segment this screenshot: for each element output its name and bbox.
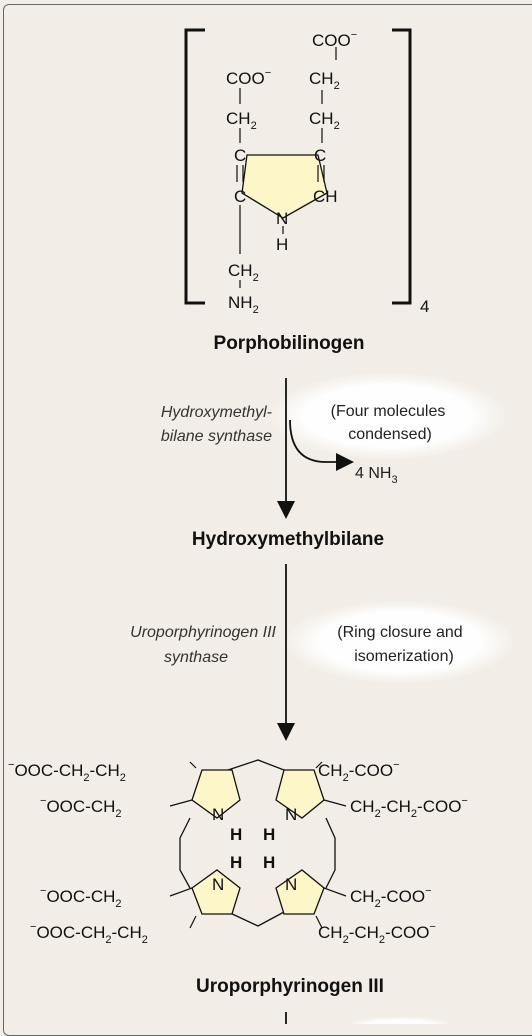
- step1-enzyme-line1: Hydroxymethyl-: [161, 404, 272, 421]
- hydroxymethylbilane-label: Hydroxymethylbilane: [192, 529, 384, 550]
- svg-text:COO−: COO−: [226, 67, 271, 88]
- left-r3: OOC-CH: [46, 887, 115, 906]
- nh2: NH: [228, 293, 253, 312]
- step2-note-line1: (Ring closure and: [337, 624, 462, 641]
- left-r4: OOC-CH: [36, 923, 105, 942]
- svg-text:CH2: CH2: [226, 109, 257, 132]
- svg-text:CH2-CH2-COO−: CH2-CH2-COO−: [350, 795, 468, 820]
- n-bottom-left: N: [212, 875, 224, 894]
- atom-c3: C: [234, 187, 246, 206]
- pyrrole-ring-bottom-left: [191, 869, 241, 915]
- bracket-multiplier: 4: [420, 297, 429, 316]
- byproduct-subscript: 3: [391, 474, 397, 486]
- h-bottom-right: H: [263, 853, 275, 872]
- next-step-glow: [345, 1016, 455, 1024]
- step1-note-glow: [268, 372, 508, 460]
- coo-left: COO: [226, 69, 265, 88]
- atom-h: H: [276, 235, 288, 254]
- uroporphyrinogen-structure: N N N N H H H H −OOC-CH2-CH2 −OOC-CH2 −O…: [8, 759, 468, 946]
- right-r3: CH: [350, 887, 375, 906]
- atom-c1: C: [234, 146, 246, 165]
- step2-enzyme-line2: synthase: [164, 649, 228, 666]
- svg-text:CH2: CH2: [309, 69, 340, 92]
- svg-text:COO−: COO−: [312, 29, 357, 50]
- svg-text:−OOC-CH2-CH2: −OOC-CH2-CH2: [30, 921, 148, 946]
- step1-note-line2: condensed): [348, 426, 432, 443]
- step1-note-line1: (Four molecules: [331, 403, 446, 420]
- svg-text:CH2-CH2-COO−: CH2-CH2-COO−: [318, 921, 436, 946]
- step2-note-glow: [284, 600, 516, 684]
- svg-text:−OOC-CH2: −OOC-CH2: [40, 885, 122, 910]
- atom-ch: CH: [313, 187, 338, 206]
- svg-text:NH2: NH2: [228, 293, 259, 316]
- right-r1: CH: [318, 761, 343, 780]
- ch2-b: CH: [226, 109, 251, 128]
- ch2-a: CH: [309, 69, 334, 88]
- step2: Uroporphyrinogen III synthase (Ring clos…: [130, 564, 516, 741]
- svg-text:4 NH3: 4 NH3: [355, 465, 398, 486]
- right-r4: CH: [318, 923, 343, 942]
- step2-note-line2: isomerization): [354, 648, 454, 665]
- svg-text:CH2: CH2: [228, 261, 259, 284]
- n-bottom-right: N: [285, 875, 297, 894]
- pyrrole-ring-bottom-right: [275, 869, 325, 915]
- atom-n: N: [276, 209, 288, 228]
- pyrrole-ring-top-left: [191, 769, 241, 819]
- left-bracket: [184, 28, 205, 305]
- uroporphyrinogen-label: Uroporphyrinogen III: [196, 976, 384, 997]
- n-top-left: N: [212, 805, 224, 824]
- left-r2: OOC-CH: [46, 797, 115, 816]
- byproduct-nh3: 4 NH: [355, 465, 391, 482]
- atom-c2: C: [314, 146, 326, 165]
- left-r1: OOC-CH: [14, 761, 83, 780]
- pyrrole-ring-top-right: [275, 769, 325, 819]
- svg-text:CH2: CH2: [309, 109, 340, 132]
- ch2-c: CH: [309, 109, 334, 128]
- svg-text:−OOC-CH2: −OOC-CH2: [40, 795, 122, 820]
- svg-text:−OOC-CH2-CH2: −OOC-CH2-CH2: [8, 759, 126, 784]
- svg-text:CH2-COO−: CH2-COO−: [318, 759, 400, 784]
- ch2-d: CH: [228, 261, 253, 280]
- right-r2: CH: [350, 797, 375, 816]
- h-top-right: H: [263, 825, 275, 844]
- pyrrole-ring: [241, 154, 328, 219]
- step1: Hydroxymethyl- bilane synthase (Four mol…: [161, 372, 508, 519]
- right-bracket: [392, 28, 412, 305]
- step2-enzyme-line1: Uroporphyrinogen III: [130, 624, 276, 641]
- byproduct-arrow: [289, 419, 354, 471]
- porphobilinogen-label: Porphobilinogen: [214, 333, 365, 354]
- porphobilinogen-structure: 4 COO− CH2 COO− CH2 CH2 C C C CH N H CH2…: [184, 28, 429, 316]
- h-top-left: H: [230, 825, 242, 844]
- h-bottom-left: H: [230, 853, 242, 872]
- n-top-right: N: [285, 805, 297, 824]
- step1-enzyme-line2: bilane synthase: [161, 428, 272, 445]
- coo-top: COO: [312, 31, 351, 50]
- svg-text:CH2-COO−: CH2-COO−: [350, 885, 432, 910]
